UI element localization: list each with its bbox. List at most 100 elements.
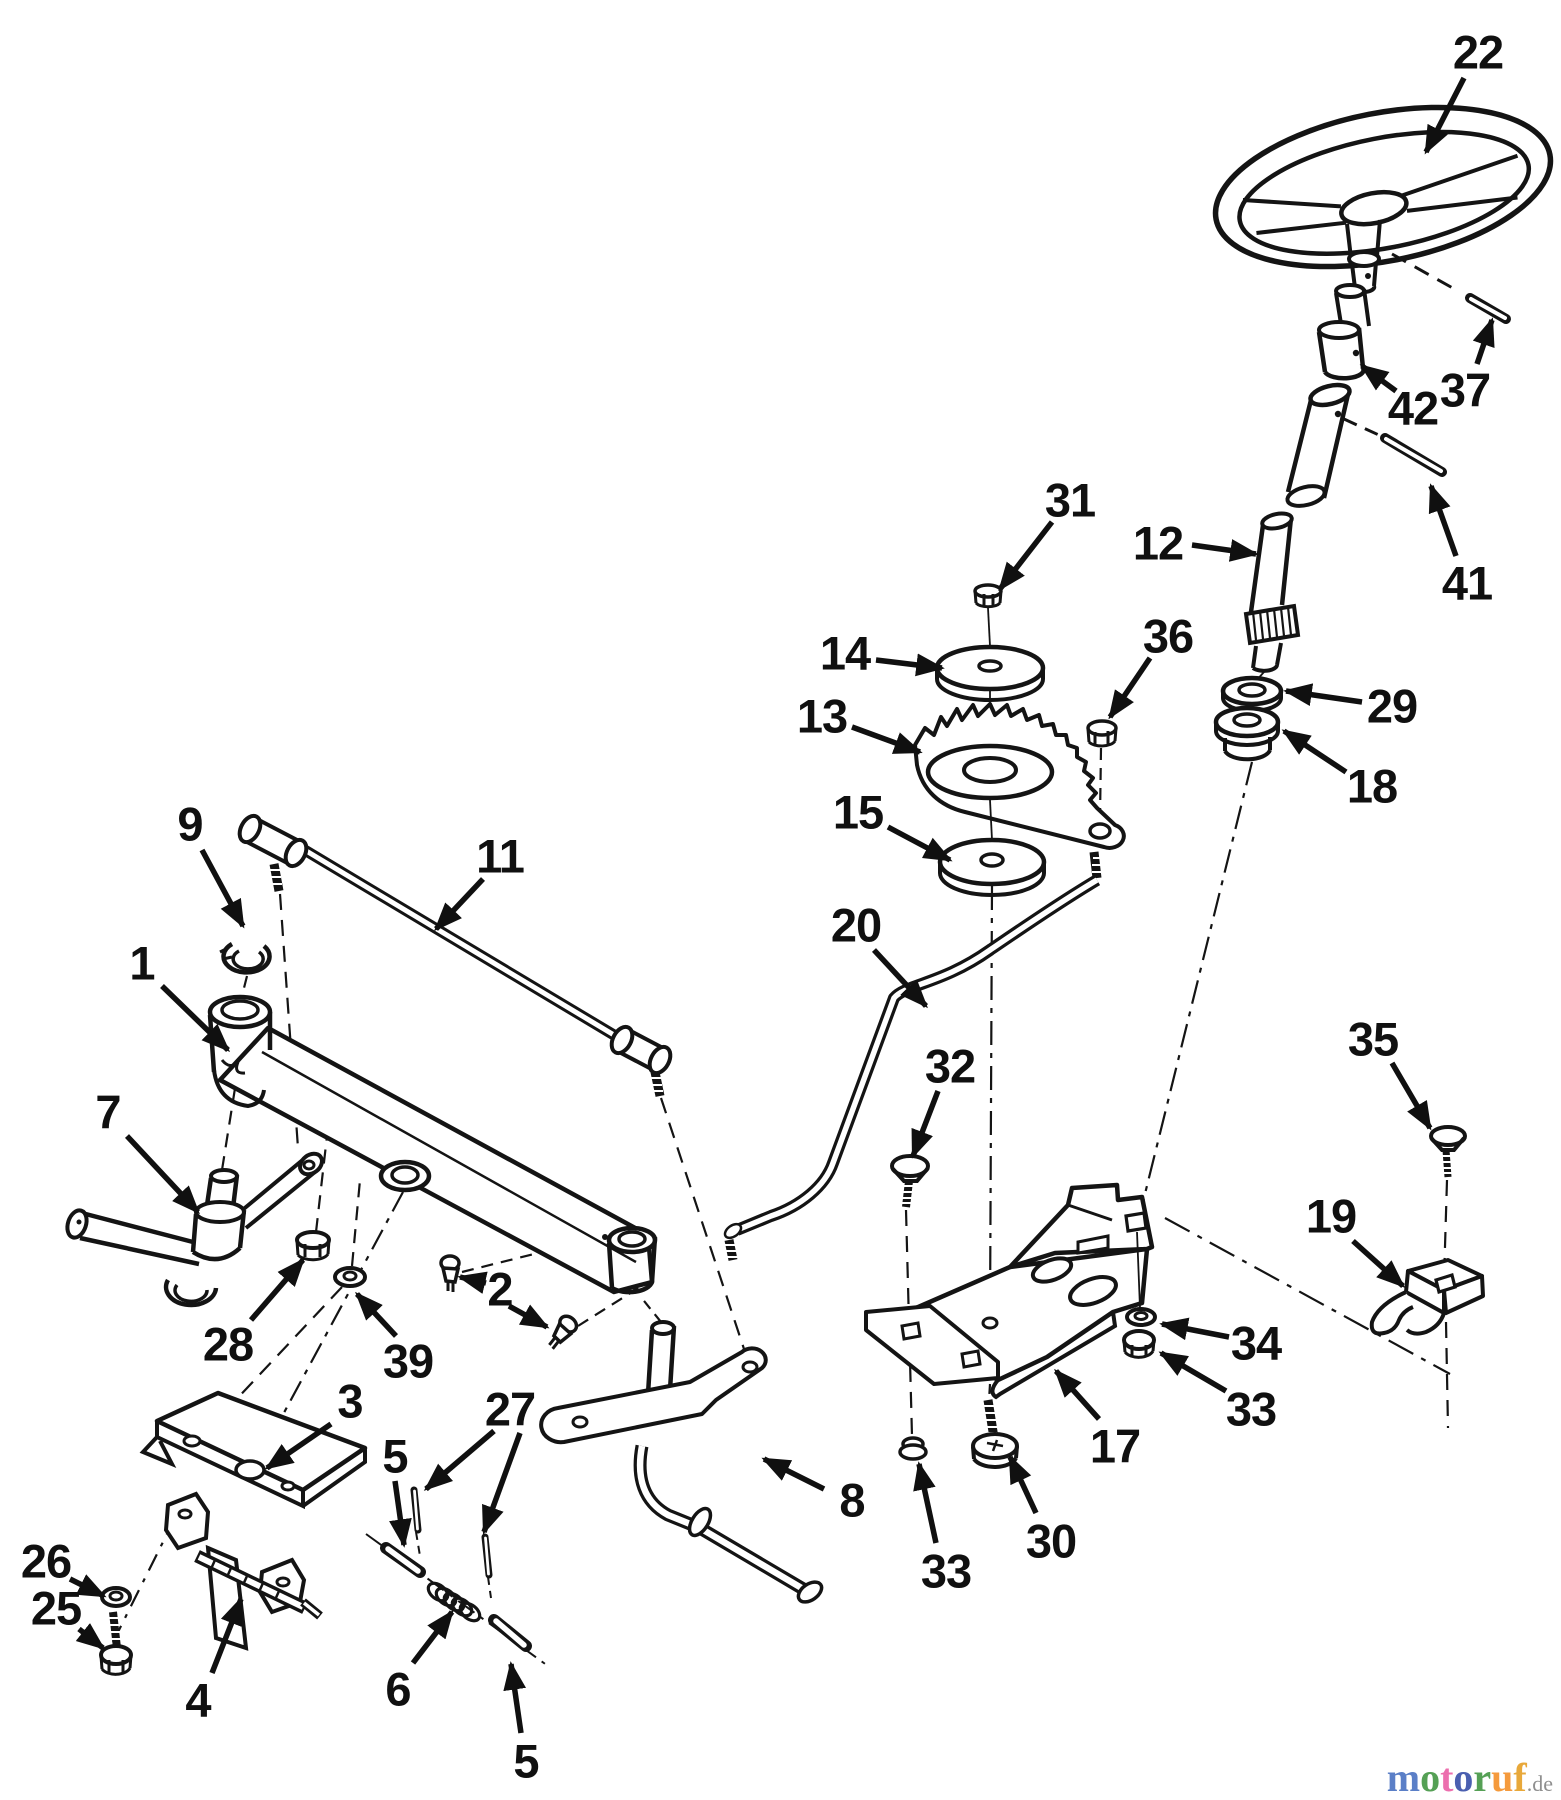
part-12-steering-shaft	[1243, 511, 1301, 683]
part-number-label: 1	[129, 937, 154, 990]
part-20-steering-link-rod	[723, 851, 1103, 1261]
part-11-tie-rod	[237, 813, 673, 1097]
callout-arrow	[1472, 317, 1495, 365]
part-14-washer	[934, 644, 1046, 702]
callout-arrow	[997, 520, 1055, 592]
callout-arrow	[1191, 539, 1259, 562]
part-number-label: 13	[797, 690, 847, 743]
part-26-washer	[100, 1586, 132, 1608]
part-number-label: 5	[382, 1430, 407, 1483]
part-number-label: 7	[95, 1086, 120, 1139]
part-number-label: 33	[921, 1545, 971, 1598]
watermark-letter: f	[1513, 1755, 1527, 1800]
callout-arrow	[1007, 1454, 1039, 1515]
part-number-label: 41	[1442, 557, 1492, 610]
callout-arrow	[1283, 683, 1363, 707]
watermark-letter: r	[1473, 1755, 1492, 1800]
part-36-locknut	[1086, 719, 1118, 748]
part-number-label: 8	[839, 1474, 864, 1527]
callout-arrow	[886, 824, 953, 863]
part-35-screw	[1429, 1125, 1467, 1178]
part-number-label: 39	[383, 1335, 433, 1388]
part-33-locknut-left	[898, 1436, 928, 1461]
callout-arrow	[1428, 483, 1459, 557]
part-number-label: 6	[385, 1663, 410, 1716]
callout-arrow	[1053, 1368, 1102, 1421]
callout-arrow	[199, 848, 246, 929]
part-4-axle-support	[163, 1491, 323, 1651]
part-33-locknut-right	[1122, 1329, 1156, 1359]
part-1-axle-beam	[207, 994, 658, 1295]
part-number-label: 37	[1440, 364, 1490, 417]
part-number-label: 17	[1090, 1420, 1140, 1473]
watermark-letter: m	[1386, 1755, 1421, 1800]
part-number-label: 15	[833, 786, 883, 839]
callout-arrow	[1423, 76, 1467, 155]
part-number-label: 11	[476, 830, 524, 883]
part-number-label: 29	[1367, 680, 1417, 733]
callout-arrow	[1389, 1061, 1433, 1131]
part-number-label: 4	[185, 1674, 211, 1727]
part-number-label: 20	[831, 899, 881, 952]
part-number-label: 18	[1347, 760, 1397, 813]
callout-arrow	[264, 1421, 333, 1471]
part-34-washer	[1125, 1307, 1157, 1327]
callout-arrow	[423, 1428, 496, 1492]
part-number-label: 22	[1453, 26, 1503, 79]
part-7-left-spindle	[65, 1151, 324, 1308]
part-39-washer	[333, 1266, 367, 1288]
callout-arrow	[910, 1090, 941, 1159]
callout-arrow	[761, 1456, 826, 1492]
part-30-screw	[971, 1399, 1019, 1469]
callout-arrow	[1107, 656, 1153, 720]
part-number-label: 3	[337, 1375, 362, 1428]
part-37-roll-pin	[1465, 293, 1511, 324]
part-27-pin-right	[481, 1533, 493, 1579]
callout-arrow	[433, 877, 486, 932]
part-27-pin-left	[410, 1486, 422, 1534]
part-5-pin-lower	[488, 1614, 532, 1652]
callout-arrow	[1351, 1238, 1406, 1289]
callout-arrow	[851, 724, 923, 755]
callout-arrow	[354, 1291, 399, 1338]
part-number-label: 26	[21, 1535, 71, 1588]
callout-arrow	[481, 1432, 523, 1535]
part-number-label: 31	[1045, 474, 1095, 527]
part-8-right-spindle	[539, 1320, 824, 1604]
part-number-label: 34	[1231, 1317, 1282, 1370]
callout-arrow	[75, 1623, 106, 1651]
callout-arrow	[248, 1257, 306, 1322]
part-number-label: 32	[925, 1040, 975, 1093]
part-number-label: 2	[487, 1263, 512, 1316]
part-25-bolt	[99, 1611, 133, 1676]
watermark-letter: o	[1420, 1755, 1441, 1800]
part-number-label: 28	[203, 1318, 253, 1371]
part-29-washer	[1220, 675, 1284, 713]
part-18-bushing	[1213, 705, 1281, 762]
part-13-sector-gear	[913, 702, 1126, 850]
callout-arrow	[503, 1661, 527, 1734]
part-2-grease-fitting-left	[439, 1254, 461, 1292]
part-number-label: 5	[513, 1735, 538, 1788]
watermark-letter: o	[1453, 1755, 1474, 1800]
callout-arrow	[68, 1574, 107, 1599]
callout-arrow	[389, 1480, 412, 1548]
part-5-pin-upper	[380, 1542, 426, 1578]
part-number-label: 9	[177, 798, 202, 851]
watermark-suffix: .de	[1526, 1771, 1553, 1796]
callout-arrow	[871, 948, 929, 1009]
part-number-label: 36	[1143, 610, 1193, 663]
callout-arrow	[875, 653, 945, 677]
part-number-label: 14	[820, 627, 871, 680]
part-number-label: 33	[1226, 1383, 1276, 1436]
part-number-label: 27	[485, 1383, 535, 1436]
part-32-screw	[890, 1154, 930, 1208]
callout-arrow	[507, 1303, 550, 1330]
part-2-grease-fitting-right	[548, 1314, 579, 1350]
callout-arrow	[1359, 363, 1398, 394]
callout-arrow	[209, 1596, 244, 1675]
part-6-spring	[426, 1581, 482, 1623]
